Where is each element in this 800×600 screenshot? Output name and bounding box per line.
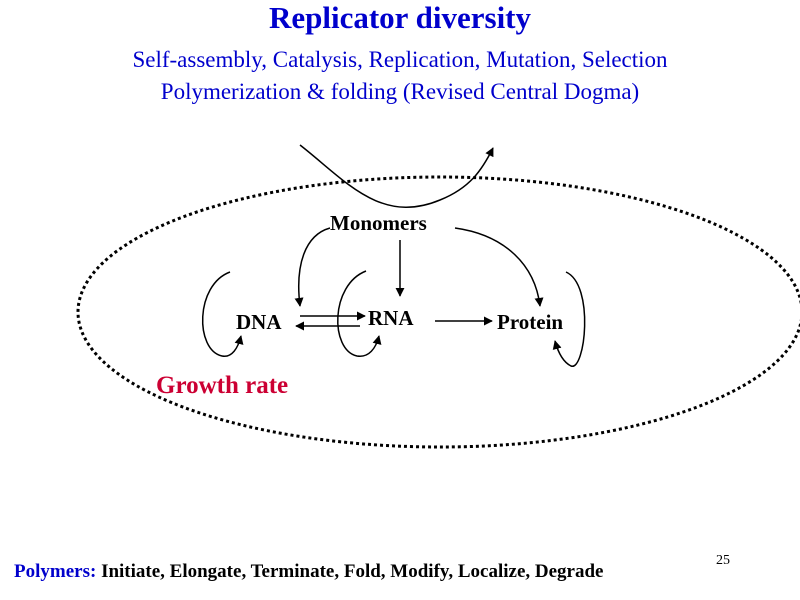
subtitle-line-1: Self-assembly, Catalysis, Replication, M… — [132, 47, 668, 72]
page-number: 25 — [716, 553, 730, 568]
node-dna: DNA — [236, 310, 282, 334]
footer-text: Initiate, Elongate, Terminate, Fold, Mod… — [96, 561, 604, 582]
subtitle-line-2: Polymerization & folding (Revised Centra… — [160, 79, 640, 104]
growth-rate-label: Growth rate — [156, 372, 289, 399]
footer-line: Polymers: Initiate, Elongate, Terminate,… — [14, 560, 603, 584]
loop-dna — [202, 271, 244, 357]
node-rna: RNA — [368, 306, 414, 330]
loop-protein — [552, 271, 586, 367]
edge-monomers-protein — [454, 227, 544, 307]
node-monomers: Monomers — [330, 211, 427, 235]
footer-label: Polymers: — [14, 561, 97, 582]
cell-boundary — [76, 175, 800, 449]
slide-title: Replicator diversity — [268, 0, 532, 35]
edge-monomers-dna — [294, 227, 331, 307]
flux-arrow — [299, 144, 494, 208]
node-protein: Protein — [497, 310, 564, 334]
loop-rna — [337, 270, 382, 357]
